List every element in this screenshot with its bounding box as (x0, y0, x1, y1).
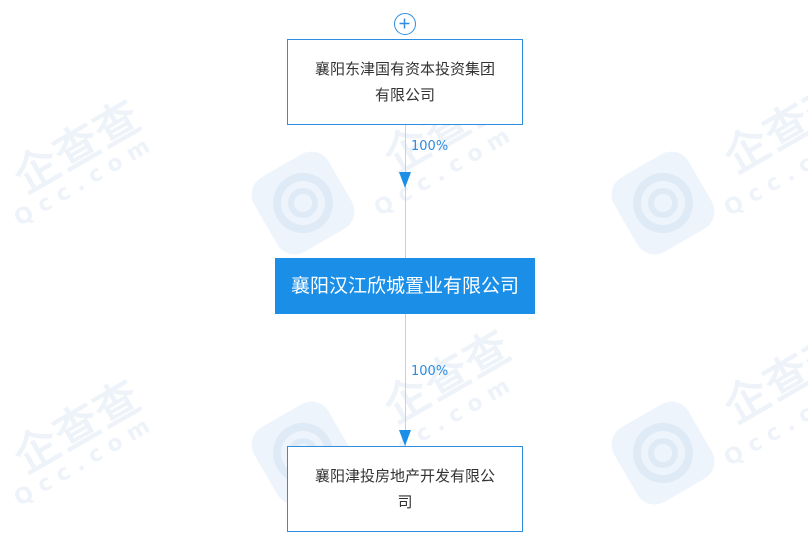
edge-arrow-top-icon (399, 172, 411, 188)
watermark-sub: Qcc.com (370, 119, 522, 222)
plus-icon (399, 18, 410, 29)
edge-arrow-bottom-icon (399, 430, 411, 446)
watermark-logo-icon (244, 144, 362, 262)
watermark-sub: Qcc.com (10, 129, 162, 232)
edge-percent-bottom: 100% (411, 364, 449, 379)
shareholder-node[interactable]: 襄阳东津国有资本投资集团有限公司 (287, 39, 523, 125)
edge-line-bottom (405, 314, 406, 446)
watermark-text: 企查查 (715, 70, 808, 184)
watermark-text: 企查查 (5, 370, 151, 484)
subsidiary-node-label: 襄阳津投房地产开发有限公司 (314, 467, 495, 511)
watermark-text: 企查查 (715, 320, 808, 434)
edge-line-top (405, 125, 406, 258)
watermark-logo-icon (604, 144, 722, 262)
expand-shareholders-button[interactable] (394, 13, 416, 35)
watermark-text: 企查查 (5, 90, 151, 204)
watermark-sub: Qcc.com (720, 119, 808, 222)
edge-percent-top: 100% (411, 139, 449, 154)
watermark-sub: Qcc.com (720, 369, 808, 472)
subsidiary-node[interactable]: 襄阳津投房地产开发有限公司 (287, 446, 523, 532)
company-main-node[interactable]: 襄阳汉江欣城置业有限公司 (275, 258, 535, 314)
company-main-node-label: 襄阳汉江欣城置业有限公司 (290, 275, 519, 297)
watermark-logo-icon (604, 394, 722, 512)
shareholder-node-label: 襄阳东津国有资本投资集团有限公司 (314, 60, 495, 104)
watermark-sub: Qcc.com (10, 409, 162, 512)
